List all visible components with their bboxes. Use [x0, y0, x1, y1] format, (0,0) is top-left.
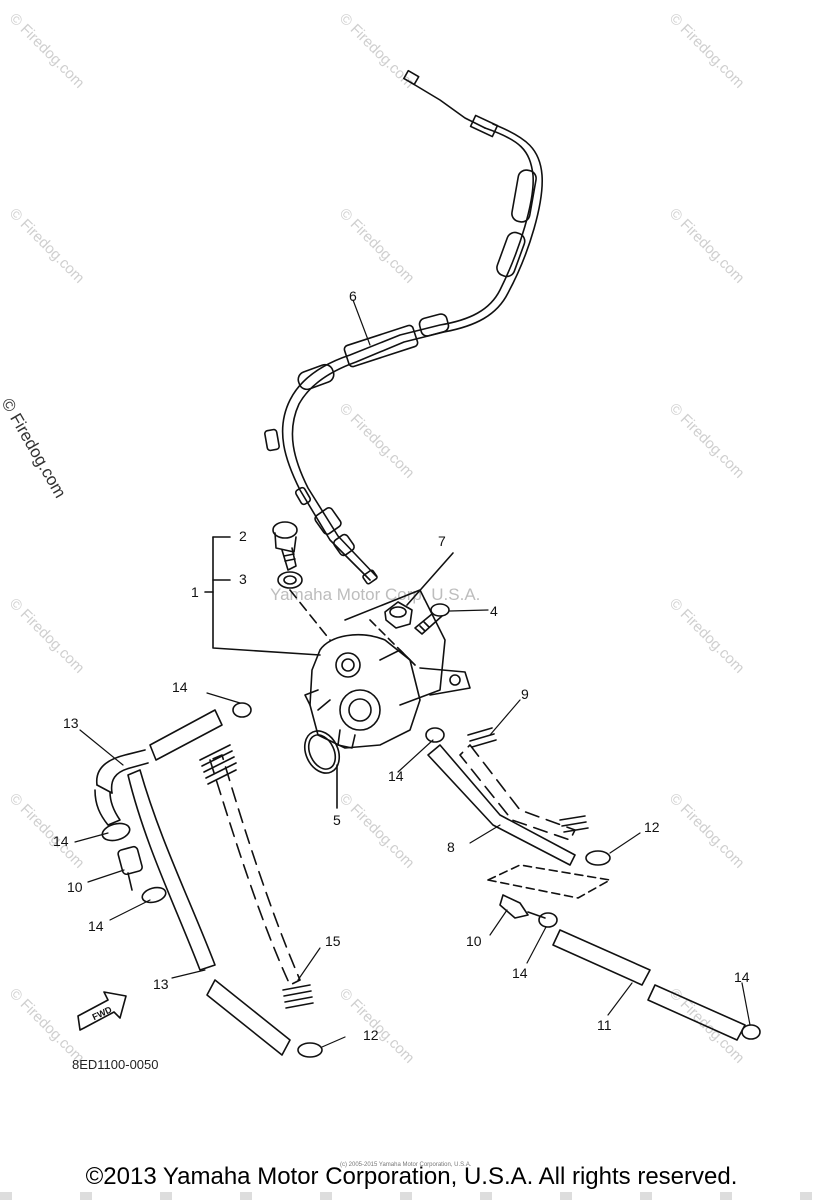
- bolt-part-4: [414, 603, 450, 635]
- callout-14: 14: [512, 965, 528, 981]
- hose-part-11: [552, 929, 746, 1041]
- callout-12: 12: [644, 819, 660, 835]
- washer-part-3: [277, 571, 303, 589]
- group-bracket-1: [212, 536, 321, 656]
- callout-1: 1: [191, 584, 199, 600]
- callout-5: 5: [333, 812, 341, 828]
- callout-12: 12: [363, 1027, 379, 1043]
- fine-print: (c) 2005-2015 Yamaha Motor Corporation, …: [340, 1162, 472, 1168]
- callout-14: 14: [388, 768, 404, 784]
- check-valve-part-10-left: [117, 845, 143, 891]
- callout-3: 3: [239, 571, 247, 587]
- grommet-part-7: [384, 601, 413, 629]
- clamp-part-12: [297, 1042, 323, 1058]
- callout-14: 14: [53, 833, 69, 849]
- callout-4: 4: [490, 603, 498, 619]
- oil-pump: [304, 589, 471, 749]
- check-valve-part-10-right: [499, 894, 546, 919]
- callout-14: 14: [172, 679, 188, 695]
- callout-6: 6: [349, 288, 357, 304]
- bottom-strip: [0, 1192, 823, 1200]
- hose-part-15: [209, 754, 301, 986]
- o-ring-part-5: [303, 730, 341, 774]
- screw-part-2: [272, 521, 298, 571]
- clamp-part-12: [585, 850, 611, 866]
- callout-10: 10: [67, 879, 83, 895]
- hose-part-13-lower: [206, 979, 291, 1056]
- part-code: 8ED1100-0050: [72, 1057, 159, 1072]
- callout-14: 14: [88, 918, 104, 934]
- callout-8: 8: [447, 839, 455, 855]
- spring-part-15-top: [199, 744, 237, 785]
- throttle-cable: [264, 69, 543, 585]
- callout-9: 9: [521, 686, 529, 702]
- callout-2: 2: [239, 528, 247, 544]
- copyright-notice: ©2013 Yamaha Motor Corporation, U.S.A. A…: [85, 1163, 738, 1190]
- hose-part-13-upper: [94, 749, 149, 826]
- callout-10: 10: [466, 933, 482, 949]
- callout-13: 13: [153, 976, 169, 992]
- callout-14: 14: [734, 969, 750, 985]
- callout-11: 11: [597, 1017, 612, 1033]
- hose-long-left: [127, 769, 216, 971]
- hose-part-8: [427, 744, 576, 866]
- spring-part-15-bottom: [282, 984, 314, 1009]
- callout-15: 15: [325, 933, 341, 949]
- hose-part-9: [459, 727, 589, 841]
- center-watermark: Yamaha Motor Corp. U.S.A.: [270, 585, 481, 604]
- callout-7: 7: [438, 533, 446, 549]
- fwd-arrow-icon: [77, 991, 127, 1031]
- hose-short-upper: [149, 709, 223, 761]
- callout-13: 13: [63, 715, 79, 731]
